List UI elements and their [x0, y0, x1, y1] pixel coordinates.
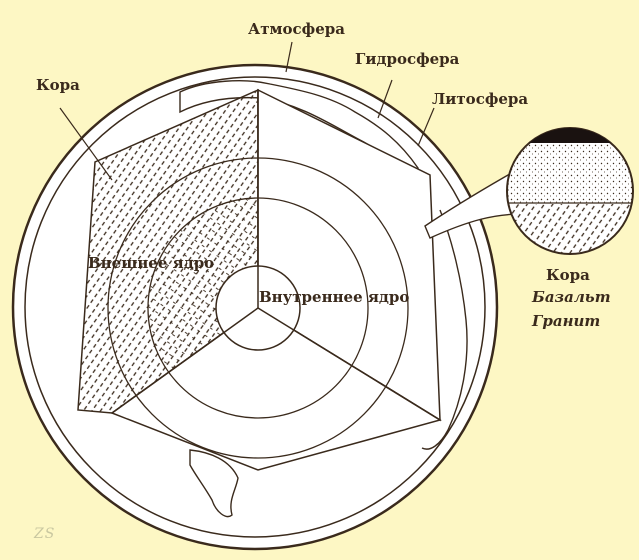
lithosphere-label: Литосфера: [432, 92, 528, 107]
outer-core-label: Внешнее ядро: [88, 256, 214, 271]
inset-layers: [505, 125, 635, 256]
inner-core-label: Внутреннее ядро: [259, 290, 409, 305]
basalt-label: Базальт: [532, 290, 611, 305]
inset-crust-label: Кора: [546, 268, 590, 283]
atmosphere-label: Атмосфера: [248, 22, 345, 37]
crust-label: Кора: [36, 78, 80, 93]
hydrosphere-label: Гидросфера: [355, 52, 459, 67]
granite-label: Гранит: [532, 314, 600, 329]
watermark: ZS: [34, 526, 55, 542]
